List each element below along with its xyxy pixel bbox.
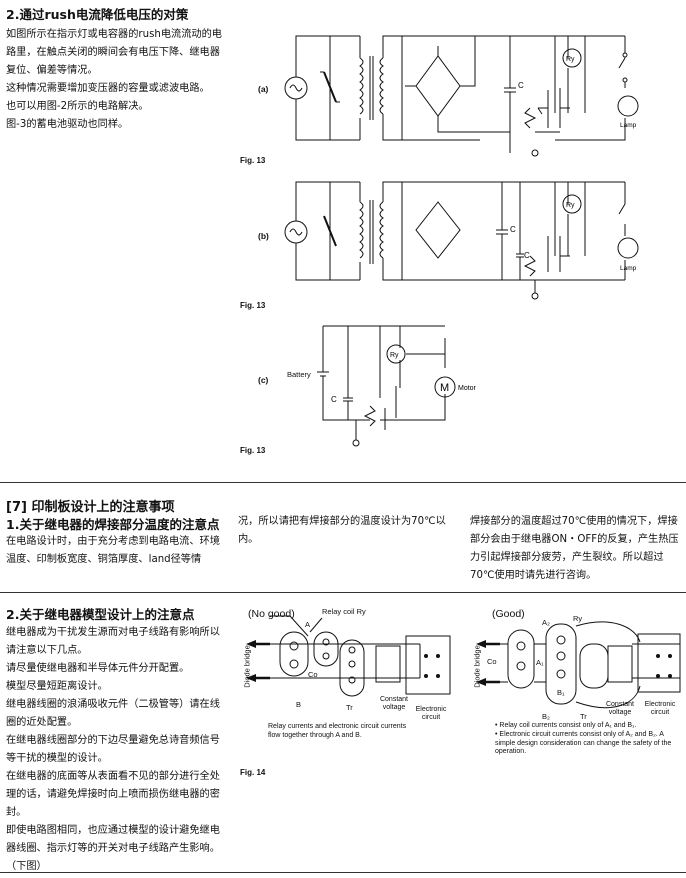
fig14-good-a2-label: A₂ [542, 618, 550, 627]
fig14-good-b1-label: B₁ [557, 688, 565, 697]
fig14-nogood-diode-bridge: Diode bridge [242, 645, 252, 688]
divider-bottom [0, 872, 686, 873]
fig14-good-electronic-circuit: Electronic circuit [644, 701, 676, 716]
section7-col3: 焊接部分的温度超过70℃使用的情况下，焊接部分会由于继电器ON・OFF的反复，产… [470, 516, 679, 581]
circuit-c-c-label: C [331, 395, 337, 404]
circuit-c-motor-symbol: M [440, 382, 449, 394]
section7-col2: 况，所以请把有焊接部分的温度设计为70℃以内。 [238, 516, 446, 545]
section7-subtitle: 1.关于继电器的焊接部分温度的注意点 [6, 517, 220, 532]
fig13-caption-c: Fig. 13 [240, 446, 266, 455]
divider-mid [0, 592, 686, 593]
fig14-good-b2-label: B₂ [542, 712, 550, 721]
fig14-nogood-constant-voltage: Constant voltage [379, 696, 409, 711]
fig13-caption-b: Fig. 13 [240, 301, 266, 310]
circuit-a-diagram: C Ry Lamp [284, 35, 639, 157]
fig14-nogood-a-label: A [305, 620, 311, 629]
section-pattern-title: 2.关于继电器模型设计上的注意点 [6, 607, 195, 622]
fig14-nogood-label: (No good) [248, 608, 295, 620]
fig14-good-label: (Good) [492, 608, 525, 620]
fig14-relay-coil-label: Relay coil Ry [322, 607, 366, 616]
fig14-nogood-tr-label: Tr [346, 703, 353, 712]
fig14-good-diode-bridge: Diode bridge [472, 645, 482, 688]
section7-title: [7] 印制板设计上的注意事项 [6, 500, 175, 515]
fig14-nogood-b-label: B [296, 700, 302, 709]
circuit-a-c-label: C [518, 81, 524, 90]
circuit-c-ry-label: Ry [390, 352, 399, 359]
fig14-nogood-electronic-circuit: Electronic circuit [415, 706, 447, 721]
circuit-a-ry-label: Ry [566, 56, 575, 63]
section7-col1: 在电路设计时，由于充分考虑到电路电流、环境温度、印制板宽度、铜箔厚度、land径… [6, 536, 220, 565]
fig14-good-a1-label: A₁ [536, 658, 544, 667]
fig14-nogood-diagram [246, 615, 451, 697]
circuit-b-c-label: C [510, 225, 516, 234]
circuit-c-label: (c) [258, 375, 269, 385]
circuit-b-lamp-label: Lamp [620, 265, 637, 272]
fig14-good-diagram [476, 621, 681, 709]
circuit-b-ry-label: Ry [566, 202, 575, 209]
section-rush-paragraph: 如图所示在指示灯或电容器的rush电流流动的电路里，在触点关闭的瞬间会有电压下降… [6, 29, 222, 130]
fig14-caption: Fig. 14 [240, 768, 266, 777]
fig14-good-co-label: Co [487, 657, 497, 666]
circuit-b-label: (b) [258, 231, 269, 241]
divider-top [0, 482, 686, 483]
circuit-b-diagram: C C Ry Lamp [284, 181, 639, 300]
circuit-b-c2-label: C [524, 251, 530, 260]
fig14-nogood-note: Relay currents and electronic circuit cu… [268, 723, 407, 739]
circuit-a-label: (a) [258, 84, 269, 94]
fig14-good-note1: • Relay coil currents consist only of A₁… [495, 722, 637, 729]
circuit-c-diagram: Ry M Motor C [317, 325, 477, 447]
section-rush-title: 2.通过rush电流降低电压的对策 [6, 7, 189, 22]
fig14-good-note2: • Electronic circuit currents consist on… [495, 731, 672, 755]
fig14-good-constant-voltage: Constant voltage [605, 701, 635, 716]
fig14-good-tr-label: Tr [580, 712, 587, 721]
section-pattern-paragraph: 继电器成为干扰发生源而对电子线路有影响所以请注意以下几点。 请尽量使继电器和半导… [6, 627, 220, 872]
fig13-caption-a: Fig. 13 [240, 156, 266, 165]
fig14-nogood-co-label: Co [308, 670, 318, 679]
battery-label: Battery [287, 370, 311, 379]
circuit-c-motor-label: Motor [458, 385, 477, 392]
fig14-good-ry-label: Ry [573, 614, 583, 623]
circuit-a-lamp-label: Lamp [620, 122, 637, 129]
